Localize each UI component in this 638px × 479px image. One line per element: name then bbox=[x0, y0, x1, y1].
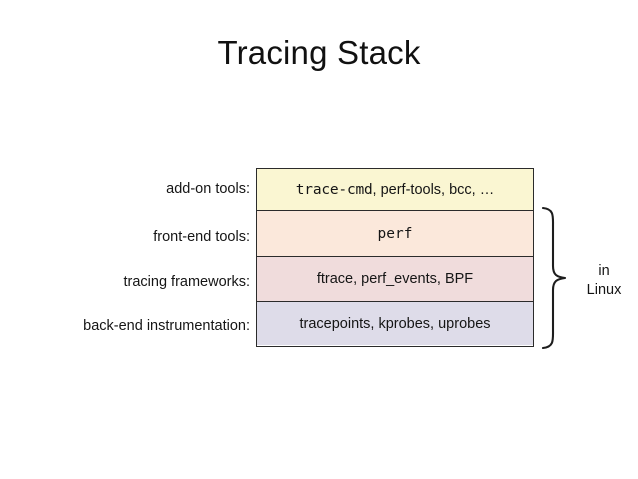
curly-brace-icon bbox=[540, 206, 574, 350]
tracing-stack-diagram: trace-cmd, perf-tools, bcc, … perf ftrac… bbox=[256, 168, 534, 347]
stack-row-text: perf bbox=[377, 225, 413, 242]
stack-label-tracing-frameworks: tracing frameworks: bbox=[123, 274, 250, 290]
stack-row-front-end-tools: perf bbox=[257, 211, 533, 257]
page-title: Tracing Stack bbox=[217, 34, 421, 71]
stack-row-tracing-frameworks: ftrace, perf_events, BPF bbox=[257, 257, 533, 302]
stack-row-text-rest: , perf-tools, bcc, … bbox=[372, 181, 495, 198]
stack-row-text: tracepoints, kprobes, uprobes bbox=[299, 315, 491, 332]
brace-annotation-line1: in bbox=[598, 263, 610, 279]
stack-row-text-mono: trace-cmd bbox=[295, 181, 373, 198]
stack-row-text: ftrace, perf_events, BPF bbox=[316, 271, 474, 287]
brace-annotation: in Linux bbox=[572, 262, 636, 300]
stack-row-text: trace-cmd, perf-tools, bcc, … bbox=[296, 181, 494, 199]
stack-row-add-on-tools: trace-cmd, perf-tools, bcc, … bbox=[257, 169, 533, 211]
stack-row-back-end-instrumentation: tracepoints, kprobes, uprobes bbox=[257, 302, 533, 345]
brace-annotation-line2: Linux bbox=[586, 282, 622, 298]
stack-labels-column: add-on tools: front-end tools: tracing f… bbox=[0, 168, 250, 347]
stack-label-front-end-tools: front-end tools: bbox=[153, 229, 250, 245]
stack-label-back-end-instrumentation: back-end instrumentation: bbox=[83, 318, 250, 334]
stack-label-add-on-tools: add-on tools: bbox=[166, 181, 250, 197]
